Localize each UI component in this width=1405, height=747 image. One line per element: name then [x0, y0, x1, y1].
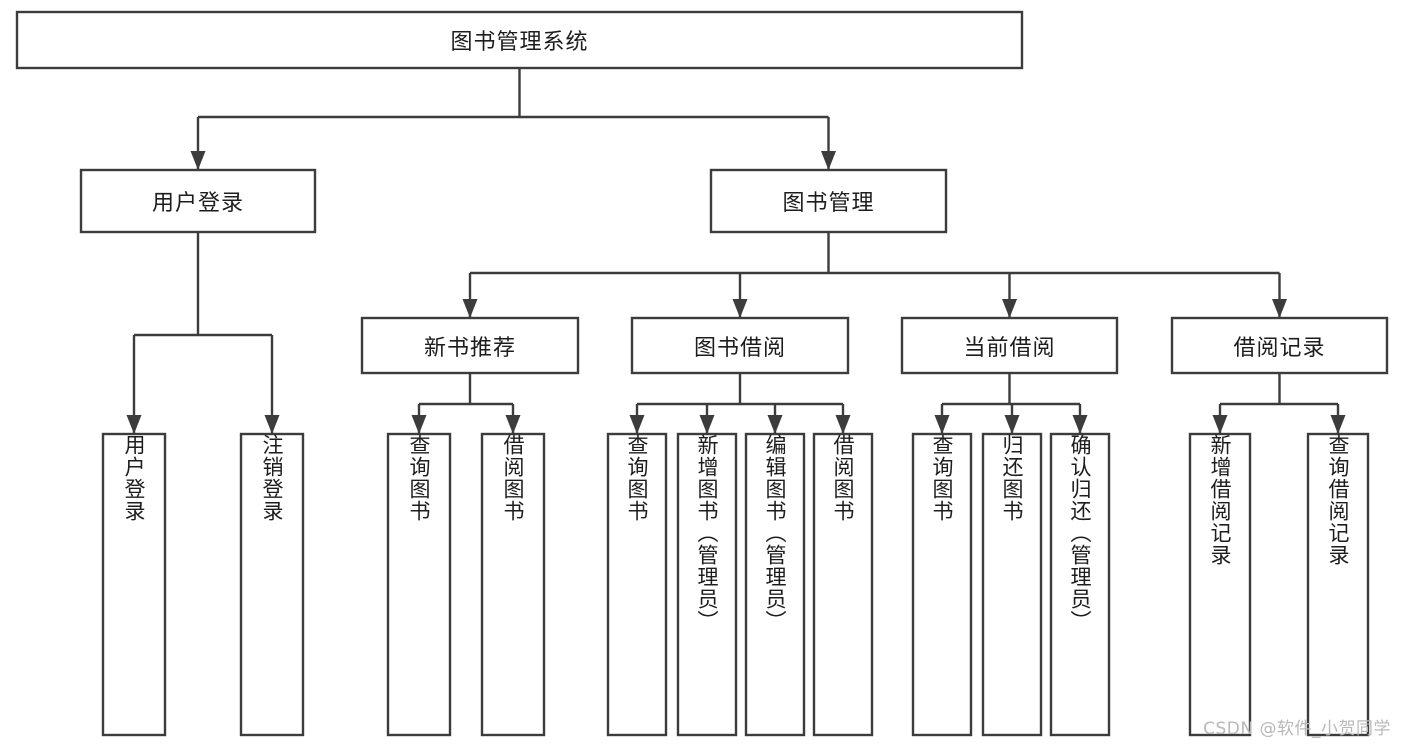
- node-box-new-book-recommend[interactable]: [360, 316, 580, 375]
- node-box-current-borrow[interactable]: [900, 316, 1119, 375]
- arrow-head-icon: [835, 415, 851, 434]
- arrow-head-icon: [1272, 299, 1287, 318]
- arrow-head-icon: [629, 415, 645, 434]
- node-box-leaf-add-book[interactable]: [676, 432, 738, 737]
- arrow-head-icon: [505, 415, 521, 434]
- arrow-head-icon: [732, 299, 748, 318]
- arrow-head-icon: [699, 415, 715, 434]
- node-box-leaf-add-record[interactable]: [1188, 432, 1252, 737]
- node-box-leaf-search-record[interactable]: [1306, 432, 1370, 737]
- arrow-head-icon: [264, 415, 280, 434]
- node-box-user-login[interactable]: [79, 168, 317, 234]
- node-layer: [15, 10, 1389, 737]
- node-box-leaf-borrow-book-2[interactable]: [812, 432, 874, 737]
- node-box-leaf-user-logout[interactable]: [239, 432, 305, 737]
- node-box-leaf-borrow-book-1[interactable]: [480, 432, 546, 737]
- arrow-head-icon: [1072, 415, 1088, 434]
- arrow-head-icon: [126, 415, 142, 434]
- arrow-head-icon: [767, 415, 783, 434]
- node-box-leaf-search-book-3[interactable]: [911, 432, 973, 737]
- arrow-head-icon: [1002, 299, 1017, 318]
- node-box-leaf-search-book-1[interactable]: [386, 432, 452, 737]
- arrow-head-icon: [190, 151, 206, 170]
- node-box-leaf-return-book[interactable]: [981, 432, 1043, 737]
- node-box-leaf-search-book-2[interactable]: [606, 432, 668, 737]
- arrow-head-icon: [462, 299, 478, 318]
- connector-layer: [126, 68, 1346, 434]
- arrow-head-icon: [1330, 415, 1346, 434]
- node-box-leaf-edit-book[interactable]: [744, 432, 806, 737]
- arrow-head-icon: [1004, 415, 1020, 434]
- node-box-leaf-confirm-return[interactable]: [1049, 432, 1111, 737]
- arrow-head-icon: [821, 151, 836, 170]
- node-box-book-borrow[interactable]: [630, 316, 850, 375]
- arrow-head-icon: [411, 415, 427, 434]
- node-box-leaf-user-login[interactable]: [101, 432, 167, 737]
- node-box-book-manage[interactable]: [709, 168, 948, 234]
- arrow-head-icon: [934, 415, 950, 434]
- node-box-borrow-record[interactable]: [1170, 316, 1389, 375]
- arrow-head-icon: [1212, 415, 1228, 434]
- node-box-root[interactable]: [15, 10, 1024, 70]
- csdn-watermark: CSDN @软件_小贺同学: [1203, 719, 1391, 739]
